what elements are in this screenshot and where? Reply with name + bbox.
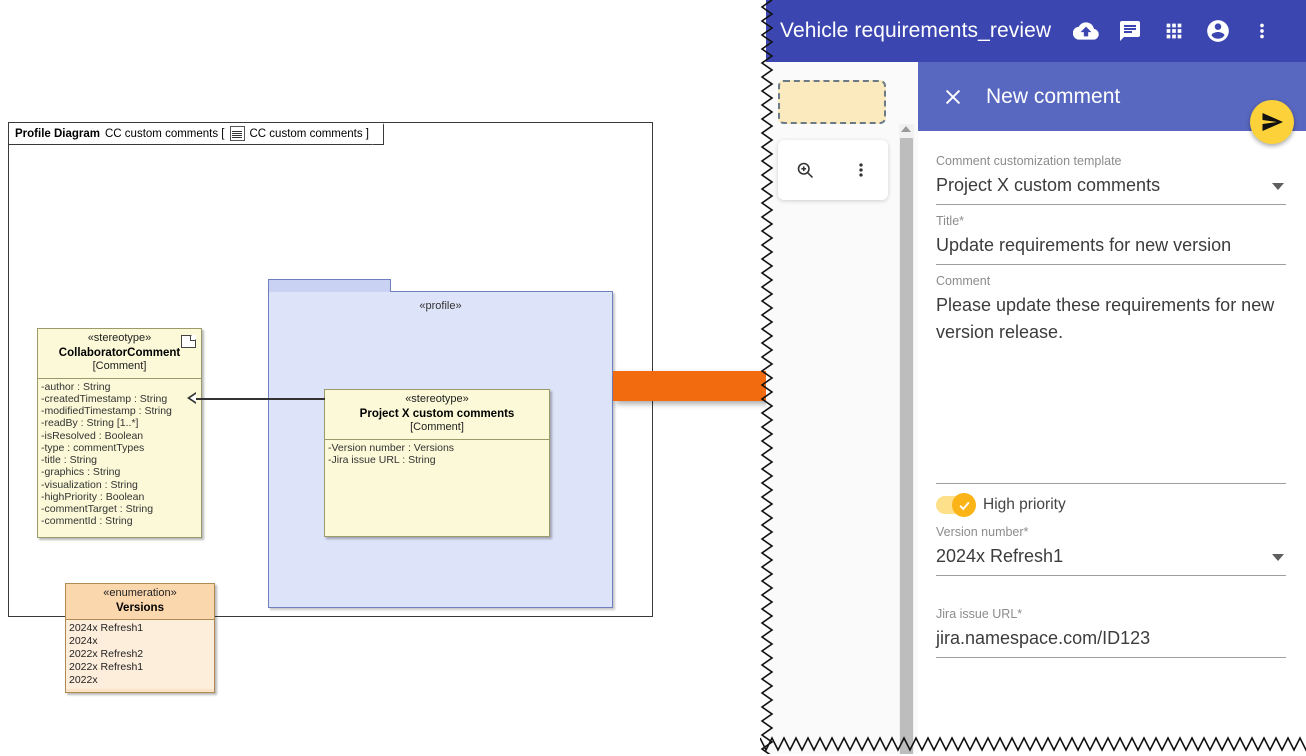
high-priority-toggle[interactable] — [936, 493, 976, 517]
attribute-row: -graphics : String — [41, 466, 121, 479]
cloud-upload-icon[interactable] — [1073, 18, 1099, 44]
scrollbar-thumb[interactable] — [900, 138, 913, 754]
attribute-row: -title : String — [41, 454, 98, 467]
scroll-up-arrow-icon[interactable] — [901, 126, 911, 132]
more-vert-icon[interactable] — [850, 159, 872, 181]
attribute-row: -commentTarget : String — [41, 502, 154, 515]
project-x-comment-class[interactable]: «stereotype» Project X custom comments [… — [324, 389, 550, 537]
jira-url-field[interactable]: Jira issue URL* jira.namespace.com/ID123 — [936, 598, 1286, 658]
comment-value: Please update these requirements for new… — [936, 295, 1275, 342]
title-label: Title* — [936, 214, 965, 228]
title-field[interactable]: Title* Update requirements for new versi… — [936, 205, 1286, 265]
tab-corner-fold — [372, 123, 384, 145]
note-icon — [181, 335, 196, 348]
versions-stereotype: «enumeration» — [103, 587, 177, 599]
collaborator-comment-class[interactable]: «stereotype» CollaboratorComment [Commen… — [37, 328, 202, 538]
attribute-row: -type : commentTypes — [41, 441, 145, 454]
account-circle-icon[interactable] — [1205, 18, 1231, 44]
high-priority-label: High priority — [983, 496, 1066, 513]
collaborator-comment-name: CollaboratorComment — [58, 346, 181, 359]
panel-header: New comment — [918, 62, 1306, 144]
comment-template-value: Project X custom comments — [936, 175, 1161, 195]
comment-label: Comment — [936, 274, 991, 288]
note-mini-toolbar — [778, 140, 888, 200]
diagram-name-label: CC custom comments [ — [105, 127, 225, 140]
project-x-metaclass: [Comment] — [410, 421, 464, 434]
close-icon[interactable] — [942, 86, 964, 108]
enum-literal-row: 2024x Refresh1 — [69, 622, 144, 635]
enum-literal-row: 2022x Refresh1 — [69, 661, 144, 674]
canvas-strip — [766, 62, 918, 754]
attribute-row: -visualization : String — [41, 478, 138, 491]
profile-diagram-frame: Profile Diagram CC custom comments [ CC … — [8, 122, 653, 693]
attribute-row: -commentId : String — [41, 515, 133, 528]
enum-literal-row: 2024x — [69, 635, 98, 648]
apps-grid-icon[interactable] — [1161, 18, 1187, 44]
jira-url-value: jira.namespace.com/ID123 — [936, 628, 1151, 648]
versions-name: Versions — [116, 601, 164, 614]
generalization-arrowhead — [187, 392, 196, 404]
attribute-row: -highPriority : Boolean — [41, 490, 145, 503]
app-title: Vehicle requirements_review — [780, 19, 1052, 42]
new-comment-panel: New comment Comment customization templa… — [918, 62, 1306, 754]
collaborator-comment-attributes: -author : String-createdTimestamp : Stri… — [38, 377, 201, 529]
diagram-context-label: CC custom comments ] — [249, 127, 370, 140]
collaborator-comment-header: «stereotype» CollaboratorComment [Commen… — [38, 329, 201, 378]
project-x-name: Project X custom comments — [359, 407, 515, 420]
attribute-row: -isResolved : Boolean — [41, 429, 144, 442]
attribute-row: -author : String — [41, 380, 111, 393]
panel-body: Comment customization template Project X… — [918, 131, 1306, 658]
app-header: Vehicle requirements_review — [766, 0, 1306, 62]
version-number-label: Version number* — [936, 525, 1029, 539]
project-x-header: «stereotype» Project X custom comments [… — [325, 390, 549, 439]
profile-package-label: «profile» — [419, 300, 462, 312]
project-x-stereotype: «stereotype» — [405, 393, 469, 405]
header-icon-group — [1073, 18, 1275, 44]
toggle-knob — [952, 493, 976, 517]
versions-header: «enumeration» Versions — [66, 584, 214, 620]
high-priority-toggle-row[interactable]: High priority — [936, 493, 1286, 517]
diagram-mini-icon — [229, 126, 245, 141]
jira-url-label: Jira issue URL* — [936, 607, 1023, 621]
diagram-kind-label: Profile Diagram — [15, 127, 100, 140]
enum-literal-row: 2022x Refresh2 — [69, 648, 144, 661]
chevron-down-icon[interactable] — [1272, 183, 1284, 190]
attribute-row: -readBy : String [1..*] — [41, 417, 139, 430]
selected-comment-note[interactable] — [778, 80, 886, 124]
package-tab — [268, 279, 391, 292]
version-number-field[interactable]: Version number* 2024x Refresh1 — [936, 516, 1286, 576]
canvas-vertical-scrollbar[interactable] — [899, 124, 914, 754]
attribute-row: -createdTimestamp : String — [41, 393, 168, 406]
project-x-attributes: -Version number : Versions-Jira issue UR… — [325, 438, 549, 468]
chevron-down-icon[interactable] — [1272, 554, 1284, 561]
attribute-row: -modifiedTimestamp : String — [41, 405, 172, 418]
comment-template-label: Comment customization template — [936, 154, 1122, 168]
more-vert-icon[interactable] — [1249, 18, 1275, 44]
enum-literal-row: 2022x — [69, 674, 98, 687]
generalization-connector — [195, 398, 325, 400]
panel-title: New comment — [986, 84, 1121, 108]
app-window: Vehicle requirements_review — [766, 0, 1306, 754]
send-icon[interactable] — [1250, 100, 1294, 144]
attribute-row: -Jira issue URL : String — [328, 454, 436, 467]
version-number-value: 2024x Refresh1 — [936, 546, 1064, 566]
collaborator-comment-stereotype: «stereotype» — [87, 332, 152, 344]
comment-icon[interactable] — [1117, 18, 1143, 44]
title-value: Update requirements for new version — [936, 235, 1232, 255]
diagram-frame-header: Profile Diagram CC custom comments [ CC … — [9, 123, 384, 145]
zoom-in-icon[interactable] — [795, 159, 817, 181]
comment-field[interactable]: Comment Please update these requirements… — [936, 265, 1286, 484]
collaborator-comment-metaclass: [Comment] — [92, 360, 147, 373]
comment-template-field[interactable]: Comment customization template Project X… — [936, 145, 1286, 205]
attribute-row: -Version number : Versions — [328, 441, 455, 454]
